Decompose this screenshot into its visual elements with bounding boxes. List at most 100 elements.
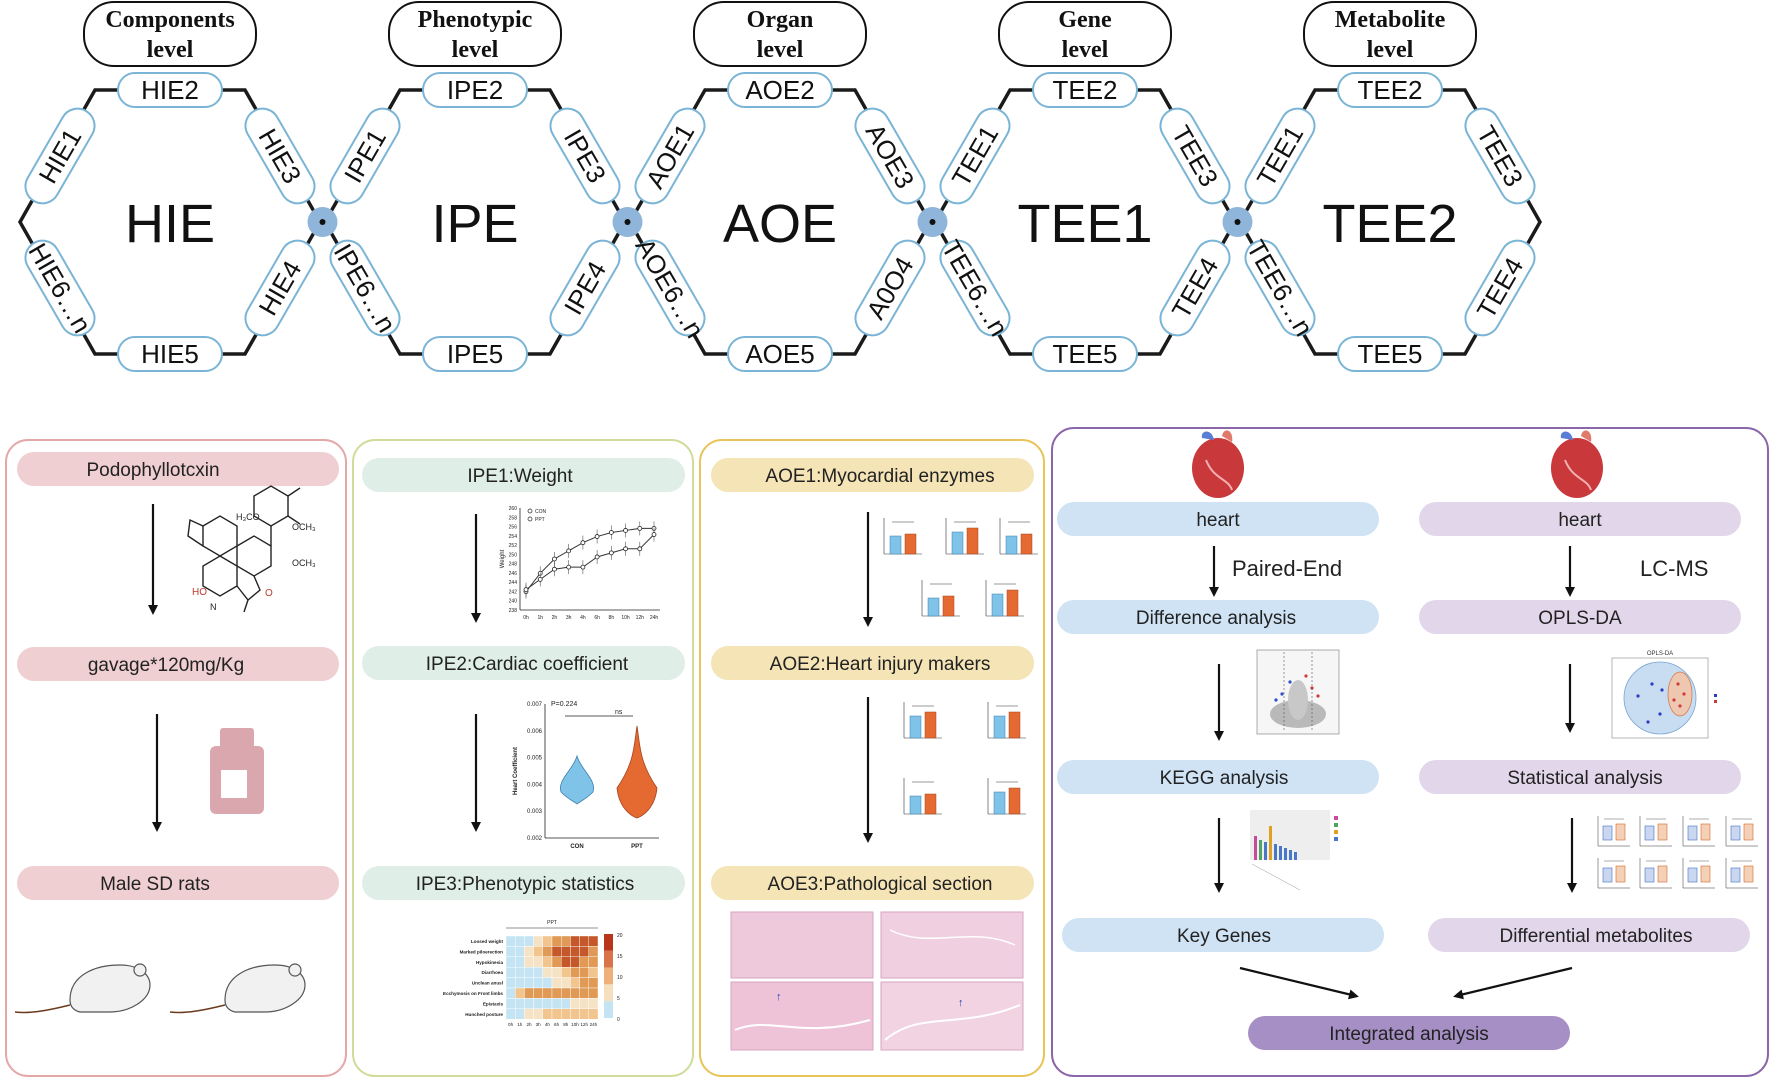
heatmap-cell xyxy=(505,1008,516,1020)
violin-ppt xyxy=(616,725,658,819)
heatmap-cell xyxy=(524,987,534,999)
hexagon-center-label: AOE xyxy=(723,194,837,254)
heatmap-col-label: 2h xyxy=(526,1022,532,1027)
heatmap-cell xyxy=(524,1008,534,1020)
junction-dot xyxy=(307,207,338,237)
heatmap-cell xyxy=(570,998,580,1010)
heatmap-cell xyxy=(551,977,562,989)
heatmap-cell xyxy=(588,935,599,947)
heatmap-cell xyxy=(533,935,543,947)
hexagon-node: TEE5 xyxy=(1337,336,1443,372)
weight-point xyxy=(637,546,643,552)
hexagon-node-label: AOE3 xyxy=(860,118,921,193)
hexagon-node: HIE5 xyxy=(117,336,223,372)
hexagon-center-label: HIE xyxy=(125,194,215,254)
hexagon-node: TEE4 xyxy=(1464,239,1536,337)
panel2-step-2: IPE2:Cardiac coefficient xyxy=(426,654,629,675)
weight-point xyxy=(566,564,572,570)
violin-ytick: 0.003 xyxy=(527,809,543,815)
heatmap-cell xyxy=(579,977,589,989)
heatmap-cell xyxy=(542,967,553,978)
level-title-line1: Metabolite xyxy=(1335,7,1446,33)
mini-boxplot xyxy=(1725,858,1758,889)
level-title-line1: Gene xyxy=(1058,7,1112,33)
gene-pill-3 xyxy=(1062,918,1384,952)
heatmap-cell xyxy=(515,935,525,947)
panel3-step-1: AOE1:Myocardial enzymes xyxy=(765,466,994,487)
heatmap-cell xyxy=(579,1008,589,1020)
heatmap-cell xyxy=(579,935,589,947)
gene-heart-label: heart xyxy=(1196,510,1240,531)
weight-ytick: 254 xyxy=(509,534,518,540)
hexagon-node: HIE1 xyxy=(24,107,96,205)
weight-point xyxy=(580,564,586,570)
rat-image-1 xyxy=(14,963,151,1014)
violin-ytick: 0.002 xyxy=(527,836,543,842)
panel-components: Podophyllotcxin H₃CO OCH₃ OCH₃ HO O N ga… xyxy=(5,439,347,1077)
heatmap-col-label: 24h xyxy=(590,1022,598,1027)
weight-legend: PPT xyxy=(535,517,545,523)
metabolite-boxplots-image xyxy=(1597,816,1758,889)
hexagon-node: HIE3 xyxy=(244,107,316,205)
level-title-line2: level xyxy=(452,37,499,63)
hexagon-center-label: TEE2 xyxy=(1322,194,1457,254)
heatmap-cell xyxy=(533,987,543,999)
weight-xtick: 0h xyxy=(523,615,529,621)
hexagon-node: AOE3 xyxy=(854,107,926,205)
heatmap-cell xyxy=(524,977,534,989)
heatmap-cell xyxy=(515,998,525,1010)
hexagon-node-label: AOE2 xyxy=(745,75,814,105)
heatmap-cell xyxy=(542,987,553,999)
weight-ytick: 258 xyxy=(509,515,518,521)
heatmap-cell xyxy=(588,946,599,958)
mini-boxplot xyxy=(1597,858,1630,889)
heatmap-row-label: Unclean anusl xyxy=(472,981,503,986)
violin-ytick: 0.005 xyxy=(527,756,543,762)
heatmap-cell xyxy=(551,987,562,999)
myocardial-enzyme-bar-charts xyxy=(883,518,1038,617)
weight-ytick: 260 xyxy=(509,506,518,512)
panel1-step-3: Male SD rats xyxy=(100,874,210,895)
molecule-label-n: N xyxy=(210,602,217,612)
weight-ytick: 240 xyxy=(509,599,518,605)
hexagon-node: IPE4 xyxy=(549,239,621,337)
heatmap-cell xyxy=(533,977,543,989)
heatmap-cell xyxy=(505,946,516,958)
hexagon-node-label: HIE2 xyxy=(141,75,199,105)
mini-boxplot xyxy=(1639,858,1672,889)
heatmap-cell xyxy=(579,956,589,968)
metab-pill-heart xyxy=(1419,502,1741,536)
heatmap-cell xyxy=(505,987,516,999)
final-pill xyxy=(1248,1016,1570,1050)
molecule-label-och3: OCH₃ xyxy=(292,522,316,532)
hexagon-outline xyxy=(1237,88,1543,356)
heatmap-cell xyxy=(561,967,571,978)
junction-dot xyxy=(612,207,643,237)
weight-point xyxy=(594,554,600,560)
hexagon-node: TEE1 xyxy=(1244,107,1316,205)
heart-injury-bar-charts xyxy=(903,702,1026,815)
hexagon-node: TEE2 xyxy=(1337,72,1443,108)
metab-pill-2 xyxy=(1419,760,1741,794)
weight-xtick: 3h xyxy=(566,615,572,621)
gene-step-2: KEGG analysis xyxy=(1160,768,1289,789)
panel2-pill-3 xyxy=(362,866,685,900)
mini-bar-chart xyxy=(883,518,922,555)
panel2-pill-2 xyxy=(362,646,685,680)
heatmap-cell xyxy=(551,1008,562,1020)
heatmap-cell xyxy=(505,998,516,1010)
weight-point xyxy=(608,550,614,556)
panel1-pill-1 xyxy=(17,452,339,486)
heatmap-scale-label: 20 xyxy=(617,933,623,939)
panel-phenotypic: IPE1:Weight 2602582562542522502482462442… xyxy=(352,439,694,1077)
metab-pill-1 xyxy=(1419,600,1741,634)
heatmap-col-label: 8h xyxy=(563,1022,569,1027)
weight-point xyxy=(594,534,600,539)
hexagon-node: AOE5 xyxy=(727,336,833,372)
heatmap-cell xyxy=(588,1008,599,1020)
heatmap-col-label: 10h xyxy=(571,1022,579,1027)
hexagon-node-label: AOE1 xyxy=(640,118,701,193)
